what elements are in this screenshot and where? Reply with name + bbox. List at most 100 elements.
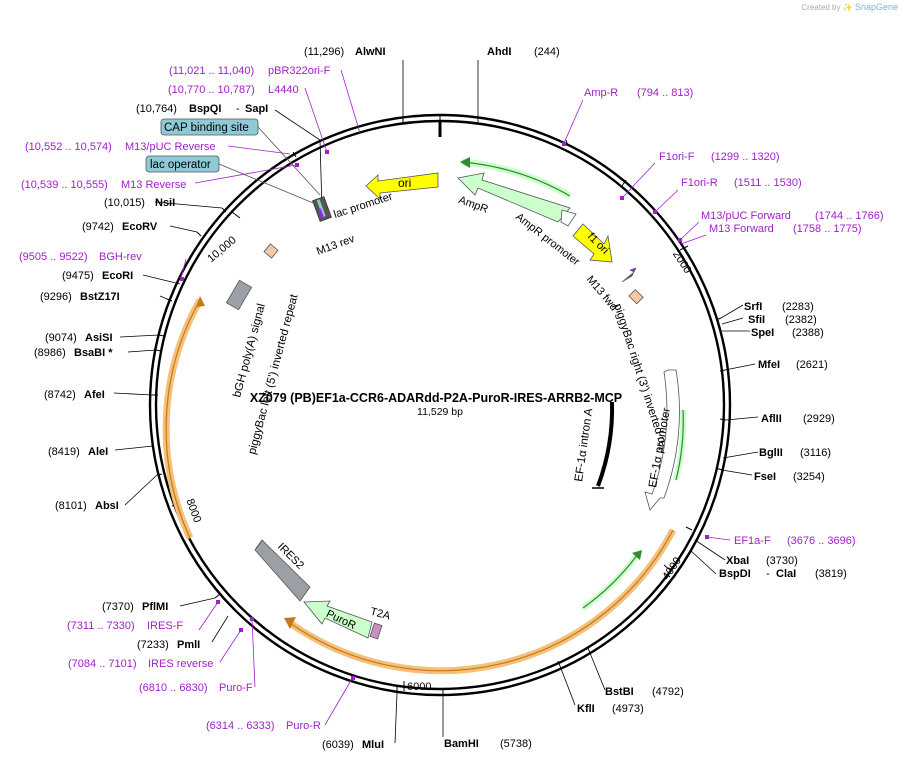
primer-range-pbr322: (11,021 .. 11,040) (169, 65, 254, 77)
enzyme-name-asisi: AsiSI (85, 332, 113, 344)
enzyme-name-sfii: SfiI (748, 314, 765, 326)
cap-binding-site-box: CAP binding site (160, 118, 259, 136)
enzyme-name-absi: AbsI (95, 500, 119, 512)
enzyme-pos-bstbi: (4792) (652, 686, 684, 698)
enzyme-dash-claI: - (766, 568, 770, 580)
enzyme-name-ecorv: EcoRV (122, 221, 158, 233)
ori-label: ori (398, 176, 411, 190)
enzyme-pos-nsii: (10,015) (104, 197, 145, 209)
green-lower-arc-head (632, 550, 642, 560)
enzyme-pos-ahdi: (244) (534, 46, 560, 58)
enzyme-labels: AhdI (244) SrfI (2283) SfiI (2382) SpeI … (34, 46, 847, 751)
box-pointers (218, 126, 321, 206)
enzyme-name-nsii: NsiI (155, 197, 175, 209)
tick-6000: 6000 (403, 681, 431, 693)
enzyme-name-bstz17i: BstZ17I (80, 291, 120, 303)
enzyme-pos-mfei: (2621) (796, 359, 828, 371)
lac-promoter-label: lac promoter (332, 190, 394, 220)
backbone-inner (154, 119, 726, 691)
primer-range-f1ori-f: (1299 .. 1320) (711, 151, 780, 163)
enzyme-pos-bspdi: (3819) (815, 568, 847, 580)
primer-name-amp-r: Amp-R (584, 87, 618, 99)
enzyme-pos-fsei: (3254) (793, 471, 825, 483)
enzyme-name-bsabi: BsaBI * (74, 347, 113, 359)
pb-left-feature (263, 243, 279, 259)
enzyme-name-spei: SpeI (751, 327, 774, 339)
m13-rev-label: M13 rev (315, 233, 357, 258)
enzyme-name-fsei: FseI (754, 471, 776, 483)
credit-prefix: Created by (801, 3, 841, 12)
f1-ori-feature (572, 223, 613, 263)
primer-range-ires-rev: (7084 .. 7101) (68, 658, 137, 670)
enzyme-name-bamhi: BamHI (444, 738, 479, 750)
t2a-feature (369, 622, 383, 640)
enzyme-pos-pflmi: (7370) (102, 601, 134, 613)
puror-feature (303, 600, 373, 639)
green-lower-arc (581, 552, 641, 611)
primer-range-ires-f: (7311 .. 7330) (67, 620, 135, 632)
enzyme-name-ecori: EcoRI (102, 270, 133, 282)
primer-name-ires-rev: IRES reverse (148, 658, 213, 670)
ef1a-intron-feature (596, 401, 615, 487)
enzyme-pos-ecorv: (9742) (82, 221, 114, 233)
enzyme-pos-bspqi: (10,764) (136, 103, 177, 115)
ampr-label: AmpR (457, 194, 490, 216)
enzyme-pos-alei: (8419) (48, 446, 80, 458)
snapgene-logo-icon: ✨ (842, 3, 853, 12)
enzyme-name-xbai: XbaI (726, 555, 749, 567)
green-lower-arc-line (582, 553, 639, 609)
t2a-label: T2A (369, 606, 392, 623)
orf-arc-bottom-head (284, 617, 296, 629)
enzyme-name-mfei: MfeI (758, 359, 780, 371)
primer-pointer-lines (180, 69, 731, 726)
enzyme-name-bspqi: BspQI (189, 103, 221, 115)
enzyme-pos-asisi: (9074) (45, 332, 77, 344)
primer-range-ef1a-f: (3676 .. 3696) (787, 535, 856, 547)
enzyme-name-pflmi: PflMI (142, 601, 168, 613)
enzyme-name-aflii: AflII (761, 413, 782, 425)
ef1a-intron-label: EF-1α intron A (573, 407, 595, 482)
lac-operator-box: lac operator (145, 155, 220, 173)
primer-range-puro-f: (6810 .. 6830) (139, 682, 208, 694)
enzyme-pos-absi: (8101) (55, 500, 87, 512)
primer-name-puro-r: Puro-R (286, 720, 321, 732)
primer-name-m13-rev: M13 Reverse (121, 179, 186, 191)
enzyme-pos-bstz17i: (9296) (40, 291, 72, 303)
enzyme-name-clai: ClaI (776, 568, 796, 580)
enzyme-dash-sapi: - (236, 103, 240, 115)
ampr-orf-arc-line (461, 161, 571, 197)
primer-name-m13puc-fwd: M13/pUC Forward (701, 210, 791, 222)
primer-name-ef1a-f: EF1a-F (734, 535, 771, 547)
backbone-outer (148, 113, 732, 697)
enzyme-name-kfli: KflI (577, 703, 595, 715)
credit-brand: SnapGene (854, 2, 898, 12)
snapgene-credit: Created by ✨ SnapGene (801, 2, 898, 12)
primer-name-f1ori-f: F1ori-F (659, 151, 695, 163)
primer-labels: Amp-R (794 .. 813) F1ori-F (1299 .. 1320… (19, 65, 884, 732)
primer-name-l4440: L4440 (268, 84, 299, 96)
primer-name-bgh-rev: BGH-rev (99, 251, 142, 263)
tick-label-6000: 6000 (407, 681, 431, 693)
enzyme-name-alwni: AlwNI (355, 46, 386, 58)
ires2-feature (254, 539, 311, 602)
primer-name-f1ori-r: F1ori-R (681, 177, 718, 189)
lac-operator-mark (316, 199, 326, 218)
primer-range-m13puc-rev: (10,552 .. 10,574) (25, 141, 112, 153)
primer-marks (180, 142, 709, 680)
enzyme-pos-bamhi: (5738) (500, 738, 532, 750)
bgh-feature (225, 279, 253, 311)
primer-name-puro-f: Puro-F (219, 682, 253, 694)
primer-name-ires-f: IRES-F (147, 620, 183, 632)
primer-range-amp-r: (794 .. 813) (637, 87, 693, 99)
lac-operator-label: lac operator (150, 159, 211, 171)
enzyme-pos-alwni: (11,296) (304, 46, 344, 58)
enzyme-name-sapi: SapI (245, 103, 268, 115)
ef1a-promoter-feature (644, 369, 680, 511)
enzyme-name-ahdi: AhdI (487, 46, 511, 58)
primer-range-m13-rev: (10,539 .. 10,555) (21, 179, 108, 191)
primer-range-f1ori-r: (1511 .. 1530) (734, 177, 802, 189)
enzyme-pos-afei: (8742) (44, 389, 76, 401)
enzyme-name-pmli: PmlI (177, 639, 200, 651)
enzyme-pos-xbai: (3730) (766, 555, 798, 567)
